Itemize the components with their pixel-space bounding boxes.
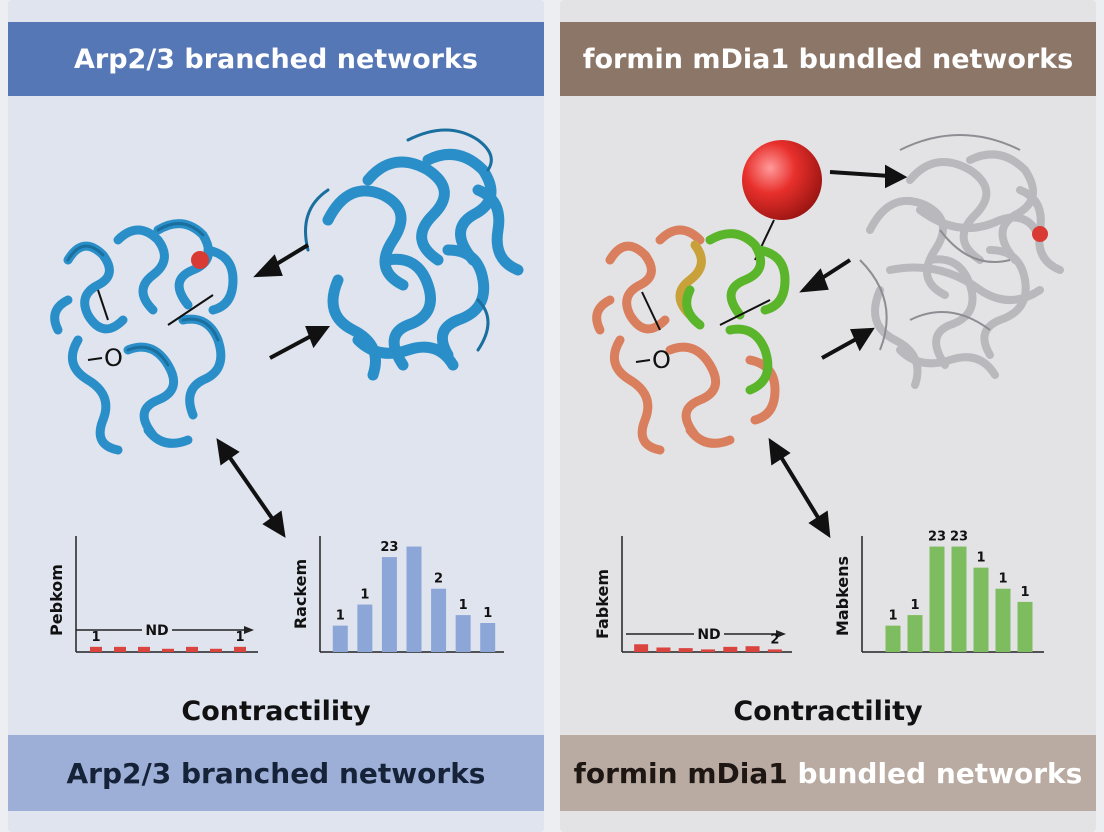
- bar: [1017, 601, 1033, 652]
- panel-footer: Arp2/3 branched networks: [8, 735, 544, 811]
- contractility-label: Contractility: [733, 696, 923, 727]
- label-o: O: [652, 346, 671, 374]
- ion-sphere-icon: [742, 140, 822, 220]
- bar: [138, 646, 150, 652]
- bar: [210, 648, 222, 652]
- bar: [723, 646, 738, 652]
- bar: [455, 615, 471, 652]
- bar: [406, 546, 422, 652]
- bar: [114, 646, 126, 652]
- data-label: 2: [770, 632, 779, 647]
- bar: [907, 615, 923, 652]
- data-label: 1: [235, 630, 244, 645]
- protein-ribbon-icon: [322, 148, 524, 381]
- panel-formin: formin mDia1 bundled networks: [560, 0, 1096, 832]
- panel-title: formin mDia1 bundled networks: [560, 22, 1096, 96]
- bar: [701, 649, 715, 652]
- data-label: 1: [483, 606, 492, 621]
- ion-sphere-icon: [1032, 226, 1048, 242]
- data-label: 1: [888, 609, 897, 624]
- bar: [656, 647, 671, 652]
- chart-small-right: ND Fabkem 2: [593, 536, 792, 653]
- panel-footer: formin mDia1 bundled networks: [560, 735, 1096, 811]
- footer-part1: formin mDia1: [573, 756, 788, 790]
- label-o: O: [104, 344, 123, 372]
- protein-diagram: O: [47, 128, 524, 653]
- protein-diagram: O: [592, 134, 1064, 653]
- y-axis-label: Rackem: [291, 559, 310, 629]
- footer-part2: bundled networks: [797, 756, 1083, 790]
- bar: [885, 625, 901, 652]
- data-label: 1: [459, 598, 468, 613]
- data-label: 1: [91, 630, 100, 645]
- panel-arp23: Arp2/3 branched networks O: [8, 0, 544, 832]
- data-label: 1: [360, 588, 369, 603]
- bar: [951, 546, 967, 652]
- y-axis-label: Pebkom: [47, 564, 66, 636]
- bar: [381, 557, 397, 652]
- y-axis-label: Mabkens: [833, 556, 852, 636]
- bar: [767, 649, 782, 652]
- bar: [186, 646, 198, 652]
- chart-small-left: ND Pebkom 1 1: [47, 536, 258, 653]
- bar: [90, 646, 102, 652]
- bar: [357, 604, 373, 652]
- bar: [745, 646, 760, 652]
- panel-title: Arp2/3 branched networks: [8, 22, 544, 96]
- arrow-label: ND: [697, 627, 720, 643]
- data-label: 1: [910, 598, 919, 613]
- data-label: 1: [976, 551, 985, 566]
- bar: [234, 646, 246, 652]
- bar: [929, 546, 945, 652]
- arrow-label: ND: [145, 623, 168, 639]
- protein-ribbon-icon: [592, 225, 790, 455]
- data-label: 23: [380, 540, 398, 555]
- bar: [480, 623, 496, 652]
- contractility-label: Contractility: [181, 696, 371, 727]
- bar: [431, 588, 447, 652]
- protein-ribbon-icon: [866, 150, 1064, 389]
- bar: [973, 567, 989, 652]
- bar: [995, 588, 1011, 652]
- data-label: 23: [950, 530, 968, 545]
- bar: [678, 648, 693, 652]
- data-label: 1: [336, 609, 345, 624]
- data-label: 23: [928, 530, 946, 545]
- double-arrow-icon: [216, 243, 330, 538]
- data-label: 1: [998, 572, 1007, 587]
- data-label: 1: [1020, 585, 1029, 600]
- bar: [634, 644, 649, 652]
- data-label: 2: [434, 572, 443, 587]
- y-axis-label: Fabkem: [593, 569, 612, 639]
- ion-sphere-icon: [191, 251, 209, 269]
- bar: [162, 648, 174, 652]
- bar: [332, 625, 348, 652]
- double-arrow-icon: [768, 164, 908, 539]
